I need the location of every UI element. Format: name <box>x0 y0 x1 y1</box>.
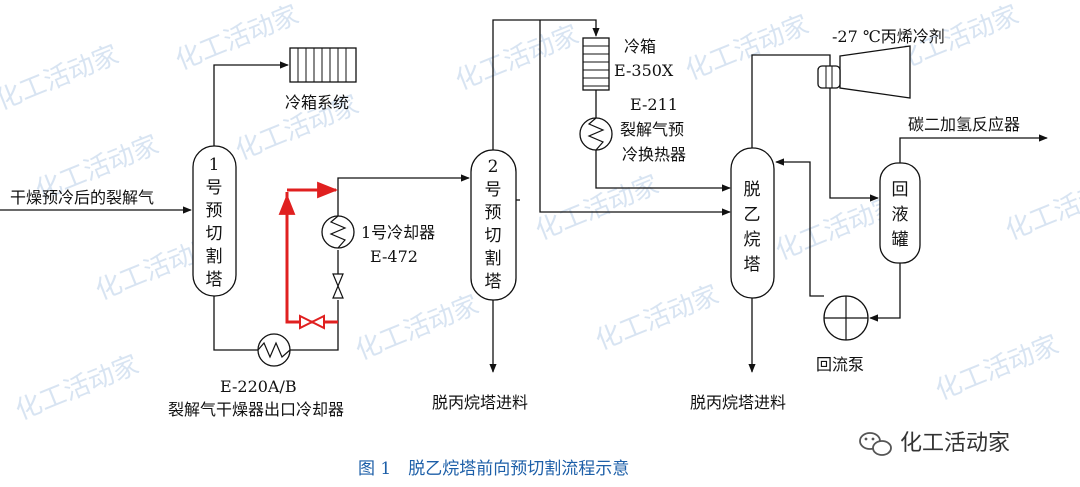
valve-icon <box>332 273 344 299</box>
reflux-return-line <box>775 158 824 297</box>
brand-badge: 化工活动家 <box>859 431 1010 456</box>
svg-text:预: 预 <box>485 203 502 223</box>
svg-text:塔: 塔 <box>744 255 761 275</box>
depropanizer-feed-2: 脱丙烷塔进料 <box>690 393 786 412</box>
svg-text:乙: 乙 <box>744 205 761 225</box>
condenser-icon <box>817 45 911 99</box>
wechat-icon <box>859 432 892 456</box>
figure-caption: 图 1 脱乙烷塔前向预切割流程示意 <box>358 459 629 479</box>
cold-box-label-1: 冷箱 <box>624 37 656 56</box>
deethanizer-label: 脱 乙 烷 塔 <box>744 180 761 275</box>
cooler-out-line <box>337 174 470 216</box>
pump-icon <box>823 295 869 341</box>
tower-1-label: 1 号 预 切 割 塔 <box>206 155 223 290</box>
watermark: 化工活动家 <box>0 40 123 117</box>
feed-gas-label: 干燥预冷后的裂解气 <box>10 188 154 207</box>
watermark: 化工活动家 <box>931 330 1063 407</box>
tower1-overhead-line <box>213 61 289 146</box>
reflux-drum-top-line <box>899 134 1048 163</box>
heat-exchanger-icon <box>579 117 613 151</box>
watermark: 化工活动家 <box>451 20 583 97</box>
svg-text:预: 预 <box>206 201 223 221</box>
e220-label-2: 裂解气干燥器出口冷却器 <box>168 400 344 419</box>
e211-label-3: 冷换热器 <box>622 145 686 164</box>
cold-box-system-label: 冷箱系统 <box>285 93 349 112</box>
brand-name: 化工活动家 <box>900 431 1010 456</box>
reflux-drum-bottom-line <box>869 263 901 322</box>
cooler1-label-2: E-472 <box>370 247 418 266</box>
svg-text:液: 液 <box>892 205 909 225</box>
svg-text:割: 割 <box>485 249 502 269</box>
watermark: 化工活动家 <box>531 170 663 247</box>
cold-box-label-2: E-350X <box>614 61 674 80</box>
bypass-line <box>278 181 339 330</box>
svg-text:号: 号 <box>206 178 223 198</box>
e220-label-1: E-220A/B <box>220 377 297 396</box>
tower2-side-line <box>539 20 731 216</box>
propylene-refrig-label: -27 ℃丙烯冷剂 <box>832 27 945 46</box>
deethanizer-overhead-line <box>751 54 831 148</box>
tower2-overhead-line <box>492 19 600 150</box>
svg-text:号: 号 <box>485 180 502 200</box>
svg-text:罐: 罐 <box>892 230 909 250</box>
condenser-out-line <box>829 88 879 202</box>
e211-label-2: 裂解气预 <box>620 120 684 139</box>
cold-box-icon <box>582 37 610 91</box>
svg-text:塔: 塔 <box>206 270 223 290</box>
svg-text:烷: 烷 <box>744 230 761 250</box>
e211-out-line <box>595 150 731 192</box>
svg-text:脱: 脱 <box>744 180 761 200</box>
reflux-pump-label: 回流泵 <box>816 355 864 374</box>
svg-text:切: 切 <box>206 224 223 244</box>
e220-out-line <box>290 300 339 351</box>
e211-label-1: E-211 <box>630 95 678 114</box>
co2-reactor-label: 碳二加氢反应器 <box>908 115 1020 134</box>
heat-exchanger-icon <box>257 333 291 367</box>
depropanizer-feed-1: 脱丙烷塔进料 <box>432 393 528 412</box>
watermark: 化工活动家 <box>591 280 723 357</box>
svg-text:塔: 塔 <box>485 272 502 292</box>
cold-box-system-icon <box>289 47 357 83</box>
svg-text:割: 割 <box>206 247 223 267</box>
heat-exchanger-icon <box>321 215 355 249</box>
reflux-drum-label: 回 液 罐 <box>892 180 909 250</box>
svg-text:回: 回 <box>892 180 909 200</box>
svg-text:切: 切 <box>485 226 502 246</box>
watermark: 化工活动家 <box>1001 170 1080 247</box>
watermark: 化工活动家 <box>681 10 813 87</box>
tower-2-label: 2 号 预 切 割 塔 <box>485 157 502 292</box>
svg-text:1: 1 <box>209 155 220 175</box>
svg-text:2: 2 <box>488 157 499 177</box>
cooler1-label-1: 1号冷却器 <box>361 223 435 242</box>
watermark: 化工活动家 <box>351 290 483 367</box>
watermark: 化工活动家 <box>11 350 143 427</box>
tower1-bottom-line <box>213 296 258 351</box>
